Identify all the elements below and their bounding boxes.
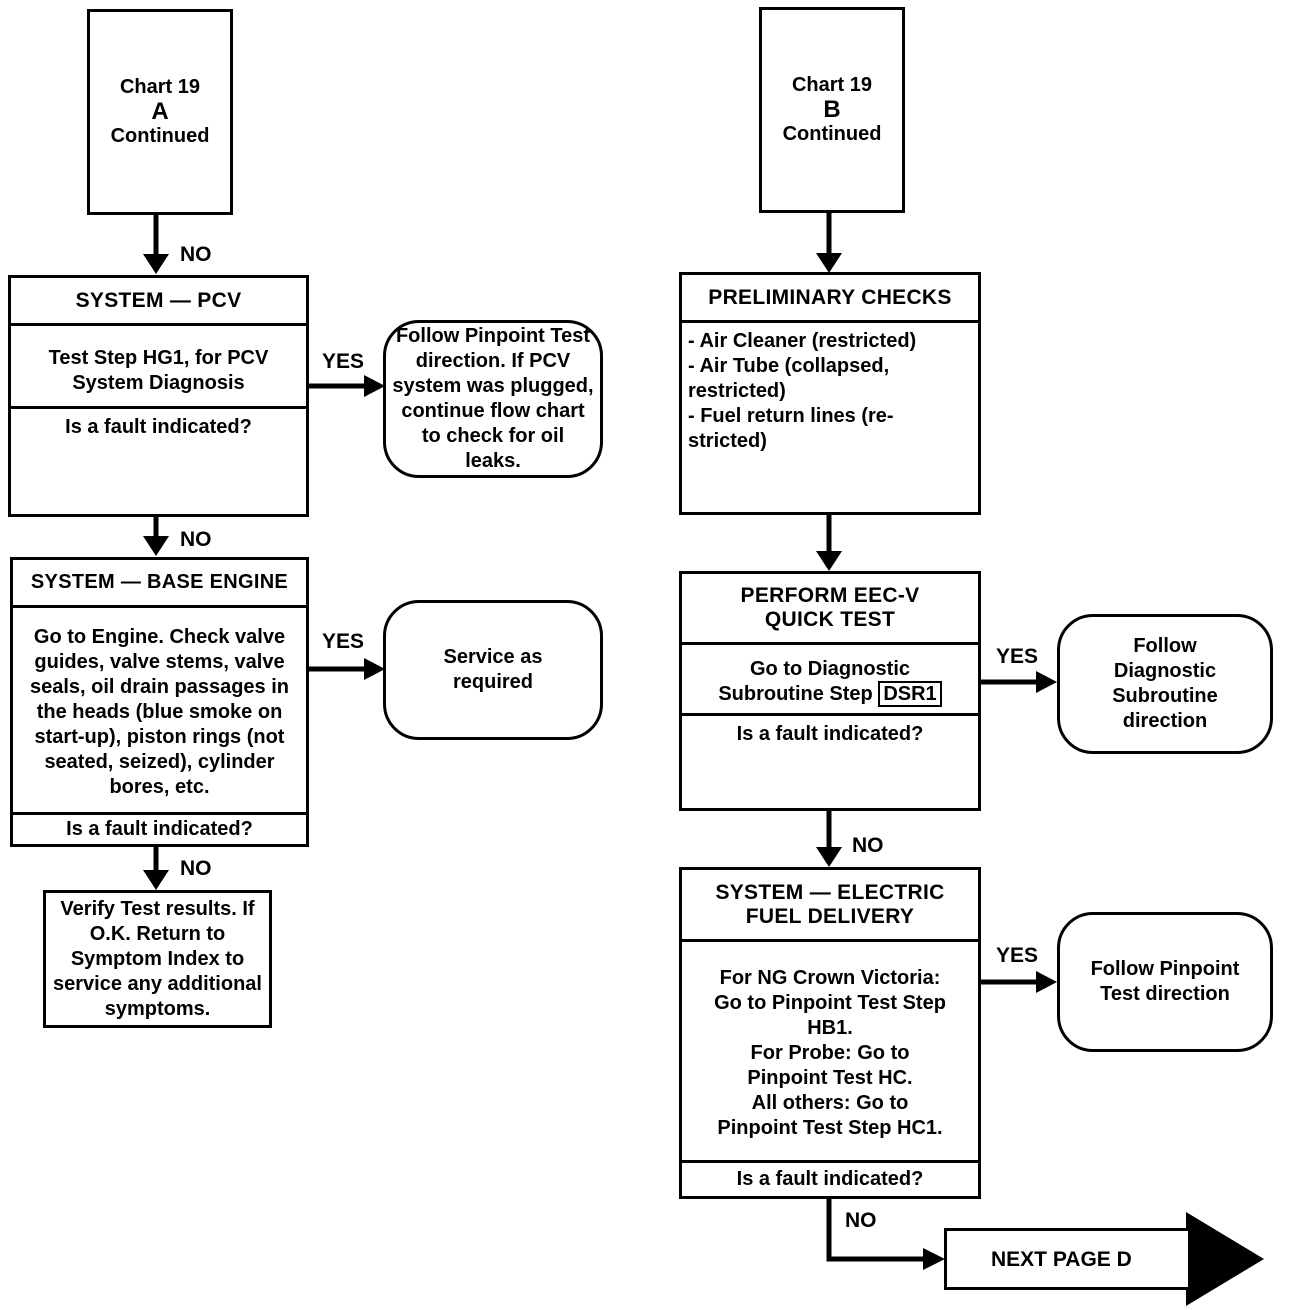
base-engine-yes-outcome: Service as required: [383, 600, 603, 740]
electric-fuel-delivery-title: SYSTEM — ELECTRIC FUEL DELIVERY: [682, 870, 978, 942]
prelim-item: - Air Tube (collapsed, restricted): [688, 355, 890, 402]
efd-all-others-text: Go to Pinpoint Test Step HC1.: [717, 1091, 943, 1139]
arrowhead-down-icon: [143, 536, 169, 556]
base-engine-yes-outcome-text: Service as required: [443, 646, 543, 693]
no-label: NO: [852, 834, 884, 857]
no-label: NO: [180, 857, 212, 880]
eec-body-text: Go to Diagnostic Subroutine Step: [718, 658, 910, 705]
efd-ng-crown-victoria-label: For NG Crown Victoria:: [719, 966, 941, 989]
system-pcv-body: Test Step HG1, for PCV System Diagnosis: [48, 346, 269, 394]
system-pcv-question: Is a fault indicated?: [11, 406, 306, 440]
system-pcv-box: SYSTEM — PCV Test Step HG1, for PCV Syst…: [8, 275, 309, 517]
arrowhead-down-icon: [143, 870, 169, 890]
preliminary-checks-title: PRELIMINARY CHECKS: [682, 275, 978, 323]
system-base-engine-box: SYSTEM — BASE ENGINE Go to Engine. Check…: [10, 557, 309, 847]
system-base-engine-title: SYSTEM — BASE ENGINE: [13, 560, 306, 608]
arrowhead-right-icon: [364, 375, 385, 397]
yes-label: YES: [996, 944, 1039, 967]
next-page-d-box[interactable]: NEXT PAGE D: [944, 1228, 1188, 1290]
start-a-line3: Continued: [110, 125, 210, 147]
efd-all-others-label: All others:: [751, 1091, 851, 1114]
eec-yes-outcome-text: Follow Diagnostic Subroutine direction: [1112, 635, 1218, 732]
eec-quick-test-title: PERFORM EEC-V QUICK TEST: [682, 574, 978, 645]
arrowhead-right-icon: [1036, 671, 1057, 693]
start-b-line1: Chart 19: [791, 74, 873, 96]
verify-results-text: Verify Test results. If O.K. Return to S…: [53, 897, 262, 1020]
start-a-line1: Chart 19: [119, 76, 201, 98]
arrowhead-down-icon: [816, 847, 842, 867]
electric-fuel-delivery-box: SYSTEM — ELECTRIC FUEL DELIVERY For NG C…: [679, 867, 981, 1199]
arrowhead-down-icon: [143, 254, 169, 274]
start-a-line2: A: [151, 98, 169, 125]
system-base-engine-question: Is a fault indicated?: [13, 812, 306, 844]
verify-results-box: Verify Test results. If O.K. Return to S…: [43, 890, 272, 1028]
efd-yes-outcome-text: Follow Pinpoint Test direction: [1090, 958, 1240, 1005]
connector-efd-no: [826, 1198, 925, 1262]
pcv-yes-outcome: Follow Pinpoint Test direction. If PCV s…: [383, 320, 603, 478]
eec-yes-outcome: Follow Diagnostic Subroutine direction: [1057, 614, 1273, 754]
arrowhead-right-icon: [364, 658, 385, 680]
start-b-line2: B: [823, 96, 841, 123]
yes-label: YES: [322, 630, 365, 653]
prelim-item: - Fuel return lines (re- stricted): [688, 405, 894, 452]
start-b-line3: Continued: [782, 123, 882, 145]
arrowhead-down-icon: [816, 551, 842, 571]
electric-fuel-delivery-question: Is a fault indicated?: [682, 1160, 978, 1196]
no-label: NO: [180, 243, 212, 266]
system-base-engine-body: Go to Engine. Check valve guides, valve …: [29, 625, 289, 798]
chart-19-a-start-box: Chart 19 A Continued: [87, 9, 233, 215]
pcv-yes-outcome-text: Follow Pinpoint Test direction. If PCV s…: [392, 325, 594, 472]
dsr1-reference: DSR1: [878, 681, 942, 707]
no-label: NO: [180, 528, 212, 551]
arrowhead-right-icon: [1036, 971, 1057, 993]
chart-19-b-start-box: Chart 19 B Continued: [759, 7, 905, 213]
no-label: NO: [845, 1209, 877, 1232]
eec-quick-test-question: Is a fault indicated?: [682, 713, 978, 747]
arrowhead-down-icon: [816, 253, 842, 273]
efd-probe-label: For Probe:: [750, 1041, 852, 1064]
preliminary-checks-box: PRELIMINARY CHECKS - Air Cleaner (restri…: [679, 272, 981, 515]
next-page-d-label: NEXT PAGE D: [991, 1247, 1132, 1271]
efd-yes-outcome: Follow Pinpoint Test direction: [1057, 912, 1273, 1052]
electric-fuel-delivery-body: For NG Crown Victoria: Go to Pinpoint Te…: [682, 946, 978, 1160]
eec-quick-test-body: Go to Diagnostic Subroutine Step DSR1: [682, 650, 978, 714]
efd-ng-crown-victoria-text: Go to Pinpoint Test Step HB1.: [714, 991, 946, 1039]
yes-label: YES: [996, 645, 1039, 668]
efd-probe-text: Go to Pinpoint Test HC.: [747, 1041, 913, 1089]
yes-label: YES: [322, 350, 365, 373]
system-pcv-title: SYSTEM — PCV: [11, 278, 306, 326]
arrowhead-right-icon: [923, 1248, 945, 1270]
eec-quick-test-box: PERFORM EEC-V QUICK TEST Go to Diagnosti…: [679, 571, 981, 811]
prelim-item: - Air Cleaner (restricted): [688, 330, 917, 352]
next-page-arrow-icon: [1186, 1212, 1264, 1306]
